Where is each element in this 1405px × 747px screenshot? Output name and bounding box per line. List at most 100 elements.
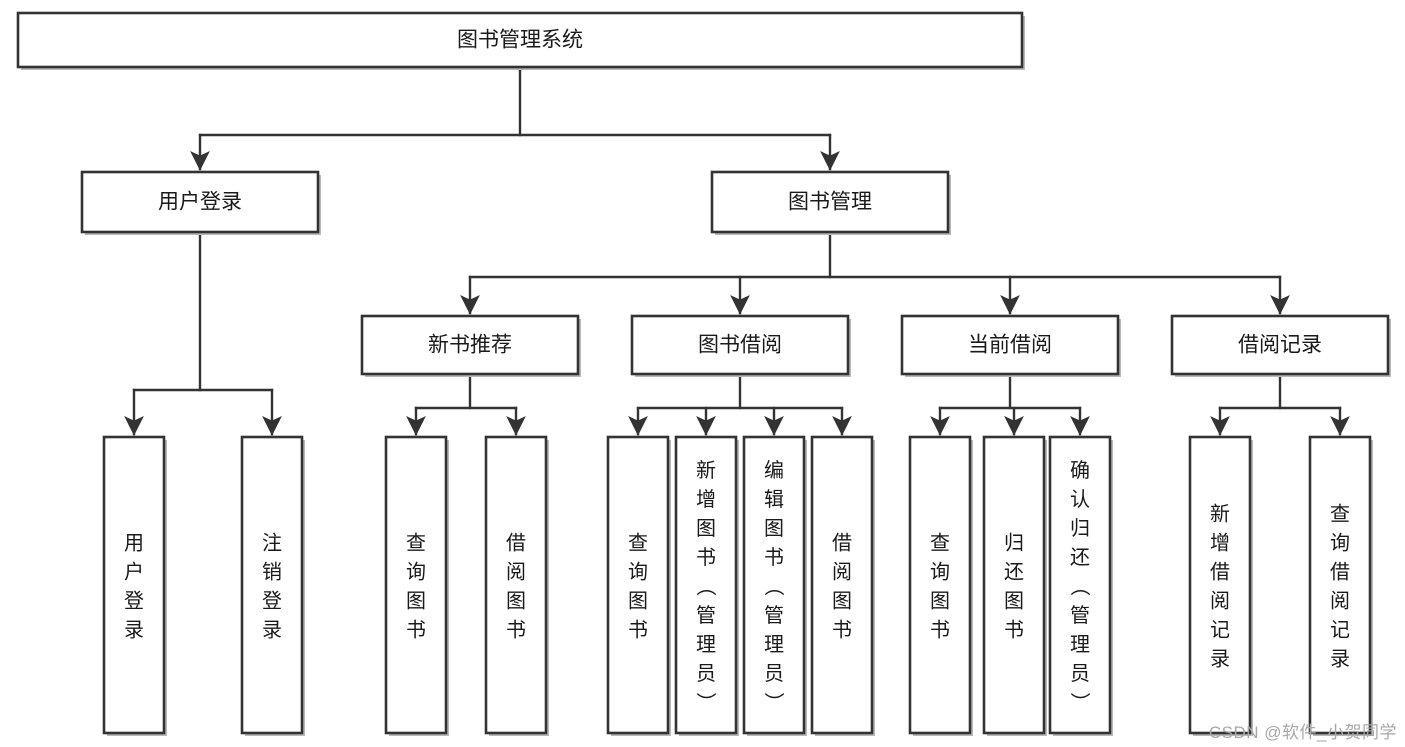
svg-text:新: 新 bbox=[1210, 503, 1230, 526]
svg-text:）: ） bbox=[762, 692, 785, 712]
svg-text:户: 户 bbox=[124, 561, 144, 584]
svg-text:录: 录 bbox=[1210, 649, 1230, 671]
node-label: 新书推荐 bbox=[428, 334, 512, 357]
svg-text:员: 员 bbox=[764, 663, 784, 685]
svg-text:员: 员 bbox=[696, 663, 716, 685]
svg-text:归: 归 bbox=[1004, 532, 1024, 555]
svg-text:书: 书 bbox=[696, 546, 716, 569]
svg-text:认: 认 bbox=[1070, 488, 1090, 511]
leaf-node-label: 用户登录 bbox=[124, 533, 144, 642]
level1-node[interactable]: 图书管理 bbox=[710, 170, 951, 235]
svg-text:编: 编 bbox=[764, 459, 784, 482]
svg-text:书: 书 bbox=[406, 619, 426, 642]
svg-text:阅: 阅 bbox=[1210, 590, 1230, 613]
svg-text:辑: 辑 bbox=[764, 488, 784, 511]
svg-text:（: （ bbox=[694, 576, 717, 596]
svg-text:询: 询 bbox=[1330, 532, 1350, 555]
svg-text:登: 登 bbox=[262, 590, 282, 613]
svg-text:阅: 阅 bbox=[506, 561, 526, 584]
svg-text:理: 理 bbox=[764, 634, 784, 656]
svg-text:询: 询 bbox=[930, 561, 950, 584]
svg-text:阅: 阅 bbox=[832, 561, 852, 584]
svg-text:员: 员 bbox=[1070, 663, 1090, 685]
svg-text:书: 书 bbox=[1004, 619, 1024, 642]
svg-text:阅: 阅 bbox=[1330, 590, 1350, 613]
svg-text:图: 图 bbox=[764, 518, 784, 540]
svg-text:图: 图 bbox=[832, 591, 852, 613]
svg-text:借: 借 bbox=[1210, 561, 1230, 584]
svg-text:销: 销 bbox=[262, 561, 282, 584]
svg-text:登: 登 bbox=[124, 590, 144, 613]
svg-text:录: 录 bbox=[124, 620, 144, 642]
svg-text:借: 借 bbox=[832, 532, 852, 555]
svg-text:管: 管 bbox=[764, 604, 784, 627]
svg-text:书: 书 bbox=[832, 619, 852, 642]
node-label: 图书管理 bbox=[788, 191, 872, 214]
level2-node[interactable]: 图书借阅 bbox=[630, 314, 851, 377]
svg-text:还: 还 bbox=[1004, 561, 1024, 584]
node-label: 当前借阅 bbox=[968, 334, 1052, 357]
svg-text:）: ） bbox=[694, 692, 717, 712]
svg-text:图: 图 bbox=[930, 591, 950, 613]
svg-text:查: 查 bbox=[930, 532, 950, 555]
level2-node[interactable]: 当前借阅 bbox=[900, 314, 1121, 377]
svg-text:理: 理 bbox=[696, 634, 716, 656]
svg-text:管: 管 bbox=[1070, 604, 1090, 627]
svg-text:增: 增 bbox=[1210, 532, 1230, 555]
svg-text:管: 管 bbox=[696, 604, 716, 627]
svg-text:图: 图 bbox=[406, 591, 426, 613]
node-label: 用户登录 bbox=[158, 191, 242, 214]
leaf-node[interactable]: 用户登录 bbox=[102, 435, 167, 736]
svg-text:询: 询 bbox=[406, 561, 426, 584]
svg-text:借: 借 bbox=[506, 532, 526, 555]
svg-text:（: （ bbox=[762, 576, 785, 596]
svg-text:录: 录 bbox=[1330, 649, 1350, 671]
svg-text:查: 查 bbox=[628, 532, 648, 555]
svg-text:记: 记 bbox=[1210, 619, 1230, 642]
svg-text:新: 新 bbox=[696, 459, 716, 482]
node-label: 借阅记录 bbox=[1238, 334, 1322, 357]
node-label: 图书借阅 bbox=[698, 334, 782, 357]
edges-layer bbox=[124, 65, 1350, 436]
level2-node[interactable]: 借阅记录 bbox=[1170, 314, 1391, 377]
root-node[interactable]: 图书管理系统 bbox=[16, 11, 1025, 70]
svg-text:书: 书 bbox=[930, 619, 950, 642]
svg-text:注: 注 bbox=[262, 532, 282, 555]
svg-text:确: 确 bbox=[1070, 459, 1090, 482]
svg-text:询: 询 bbox=[628, 561, 648, 584]
svg-text:）: ） bbox=[1068, 692, 1091, 712]
svg-text:查: 查 bbox=[1330, 503, 1350, 526]
level2-node[interactable]: 新书推荐 bbox=[360, 314, 581, 377]
svg-text:图: 图 bbox=[696, 518, 716, 540]
svg-text:归: 归 bbox=[1070, 517, 1090, 540]
svg-text:用: 用 bbox=[124, 533, 144, 555]
svg-text:理: 理 bbox=[1070, 634, 1090, 656]
level1-node[interactable]: 用户登录 bbox=[80, 170, 321, 235]
svg-text:还: 还 bbox=[1070, 546, 1090, 569]
svg-text:借: 借 bbox=[1330, 561, 1350, 584]
